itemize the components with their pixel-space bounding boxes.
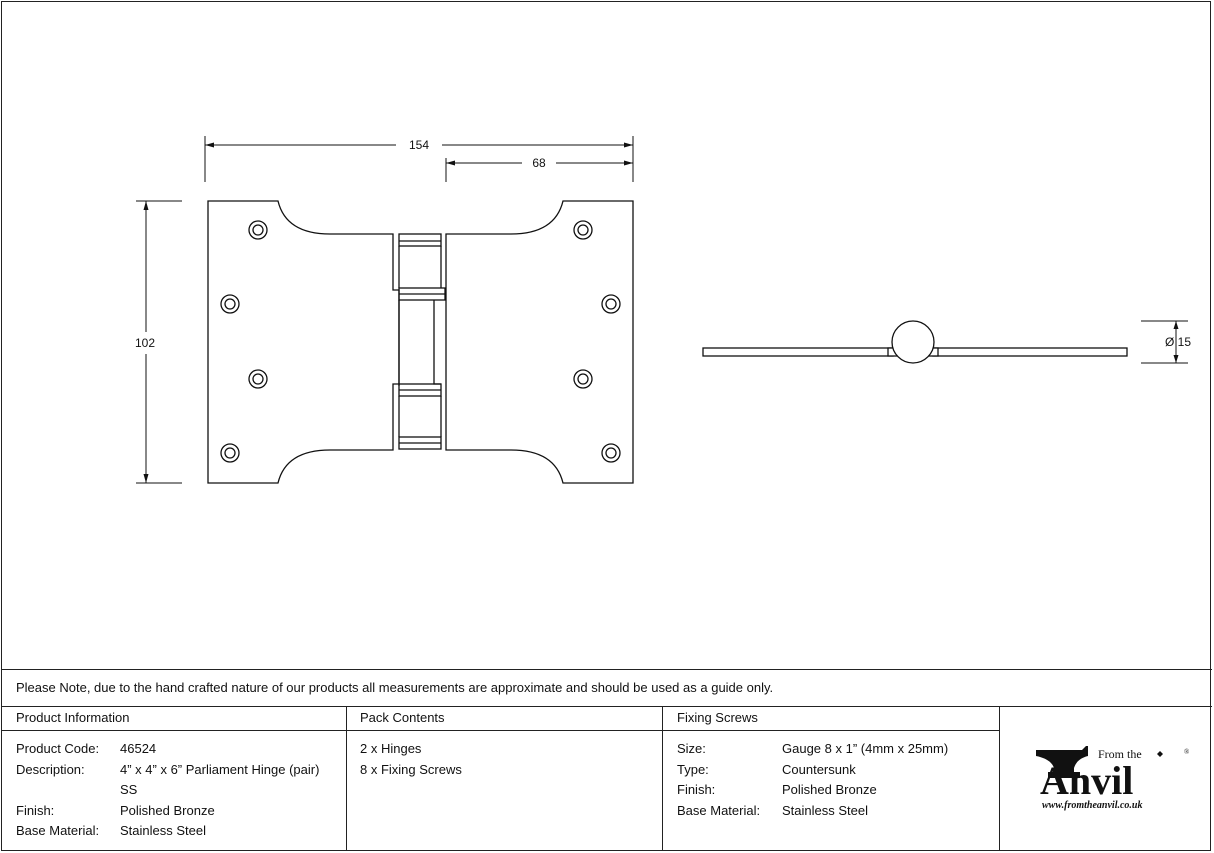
left-leaf-outline	[207, 200, 400, 484]
side-leaf-right	[932, 347, 1128, 357]
note-rule	[1, 706, 1212, 707]
right-leaf-outline	[445, 200, 634, 484]
dimension-knuckle-diameter	[1141, 320, 1188, 364]
screw-hole	[601, 443, 621, 463]
screw-hole	[248, 220, 268, 240]
screw-hole	[601, 294, 621, 314]
description-value-continued: SS	[120, 782, 138, 797]
base-material-label: Base Material:	[16, 823, 100, 838]
screw-size-value: Gauge 8 x 1” (4mm x 25mm)	[782, 741, 949, 756]
header-rule	[1, 730, 999, 731]
dim-overall-width-label: 154	[409, 138, 429, 152]
dimension-leaf-width	[445, 158, 633, 182]
disclaimer-note: Please Note, due to the hand crafted nat…	[16, 680, 774, 695]
side-leaf-left	[702, 347, 894, 357]
column-divider	[662, 706, 663, 851]
product-info-heading: Product Information	[16, 710, 130, 725]
screw-hole	[220, 294, 240, 314]
description-value: 4” x 4” x 6” Parliament Hinge (pair)	[120, 762, 320, 777]
logo-brand: Anvil	[1040, 758, 1133, 803]
description-label: Description:	[16, 762, 85, 777]
diamond-icon	[1157, 751, 1163, 757]
screw-type-value: Countersunk	[782, 762, 856, 777]
screw-hole	[573, 220, 593, 240]
hinge-side-view	[702, 320, 1128, 364]
side-knuckle	[891, 320, 935, 364]
screw-hole	[248, 369, 268, 389]
product-code-value: 46524	[120, 741, 157, 756]
screw-base-material-label: Base Material:	[677, 803, 761, 818]
dim-leaf-width-label: 68	[532, 156, 546, 170]
hinge-front-view	[207, 200, 634, 484]
dim-knuckle-diameter-label: Ø 15	[1165, 335, 1191, 349]
screw-finish-value: Polished Bronze	[782, 782, 877, 797]
screw-type-label: Type:	[677, 762, 709, 777]
anvil-icon	[1036, 746, 1088, 778]
screw-hole	[573, 369, 593, 389]
logo-url: www.fromtheanvil.co.uk	[1042, 800, 1142, 811]
fixing-screws-heading: Fixing Screws	[677, 710, 758, 725]
dim-height-label: 102	[135, 336, 155, 350]
logo-registered-mark: ®	[1184, 748, 1190, 756]
finish-value: Polished Bronze	[120, 803, 215, 818]
from-the-anvil-logo: From the ® Anvil www.fromtheanvil.co.uk	[1036, 746, 1190, 811]
pack-contents-heading: Pack Contents	[360, 710, 445, 725]
screw-holes	[220, 220, 621, 463]
screw-hole	[220, 443, 240, 463]
product-code-label: Product Code:	[16, 741, 100, 756]
base-material-value: Stainless Steel	[120, 823, 206, 838]
finish-label: Finish:	[16, 803, 55, 818]
dimension-height	[136, 200, 182, 484]
column-divider	[346, 706, 347, 851]
column-divider	[999, 706, 1000, 851]
screw-base-material-value: Stainless Steel	[782, 803, 868, 818]
pack-item: 2 x Hinges	[360, 741, 422, 756]
pack-item: 8 x Fixing Screws	[360, 762, 462, 777]
knuckle-top	[398, 233, 442, 247]
dimension-overall-width	[204, 136, 634, 182]
screw-finish-label: Finish:	[677, 782, 716, 797]
logo-from-the: From the	[1098, 747, 1142, 761]
table-top-rule	[1, 669, 1212, 670]
screw-size-label: Size:	[677, 741, 706, 756]
